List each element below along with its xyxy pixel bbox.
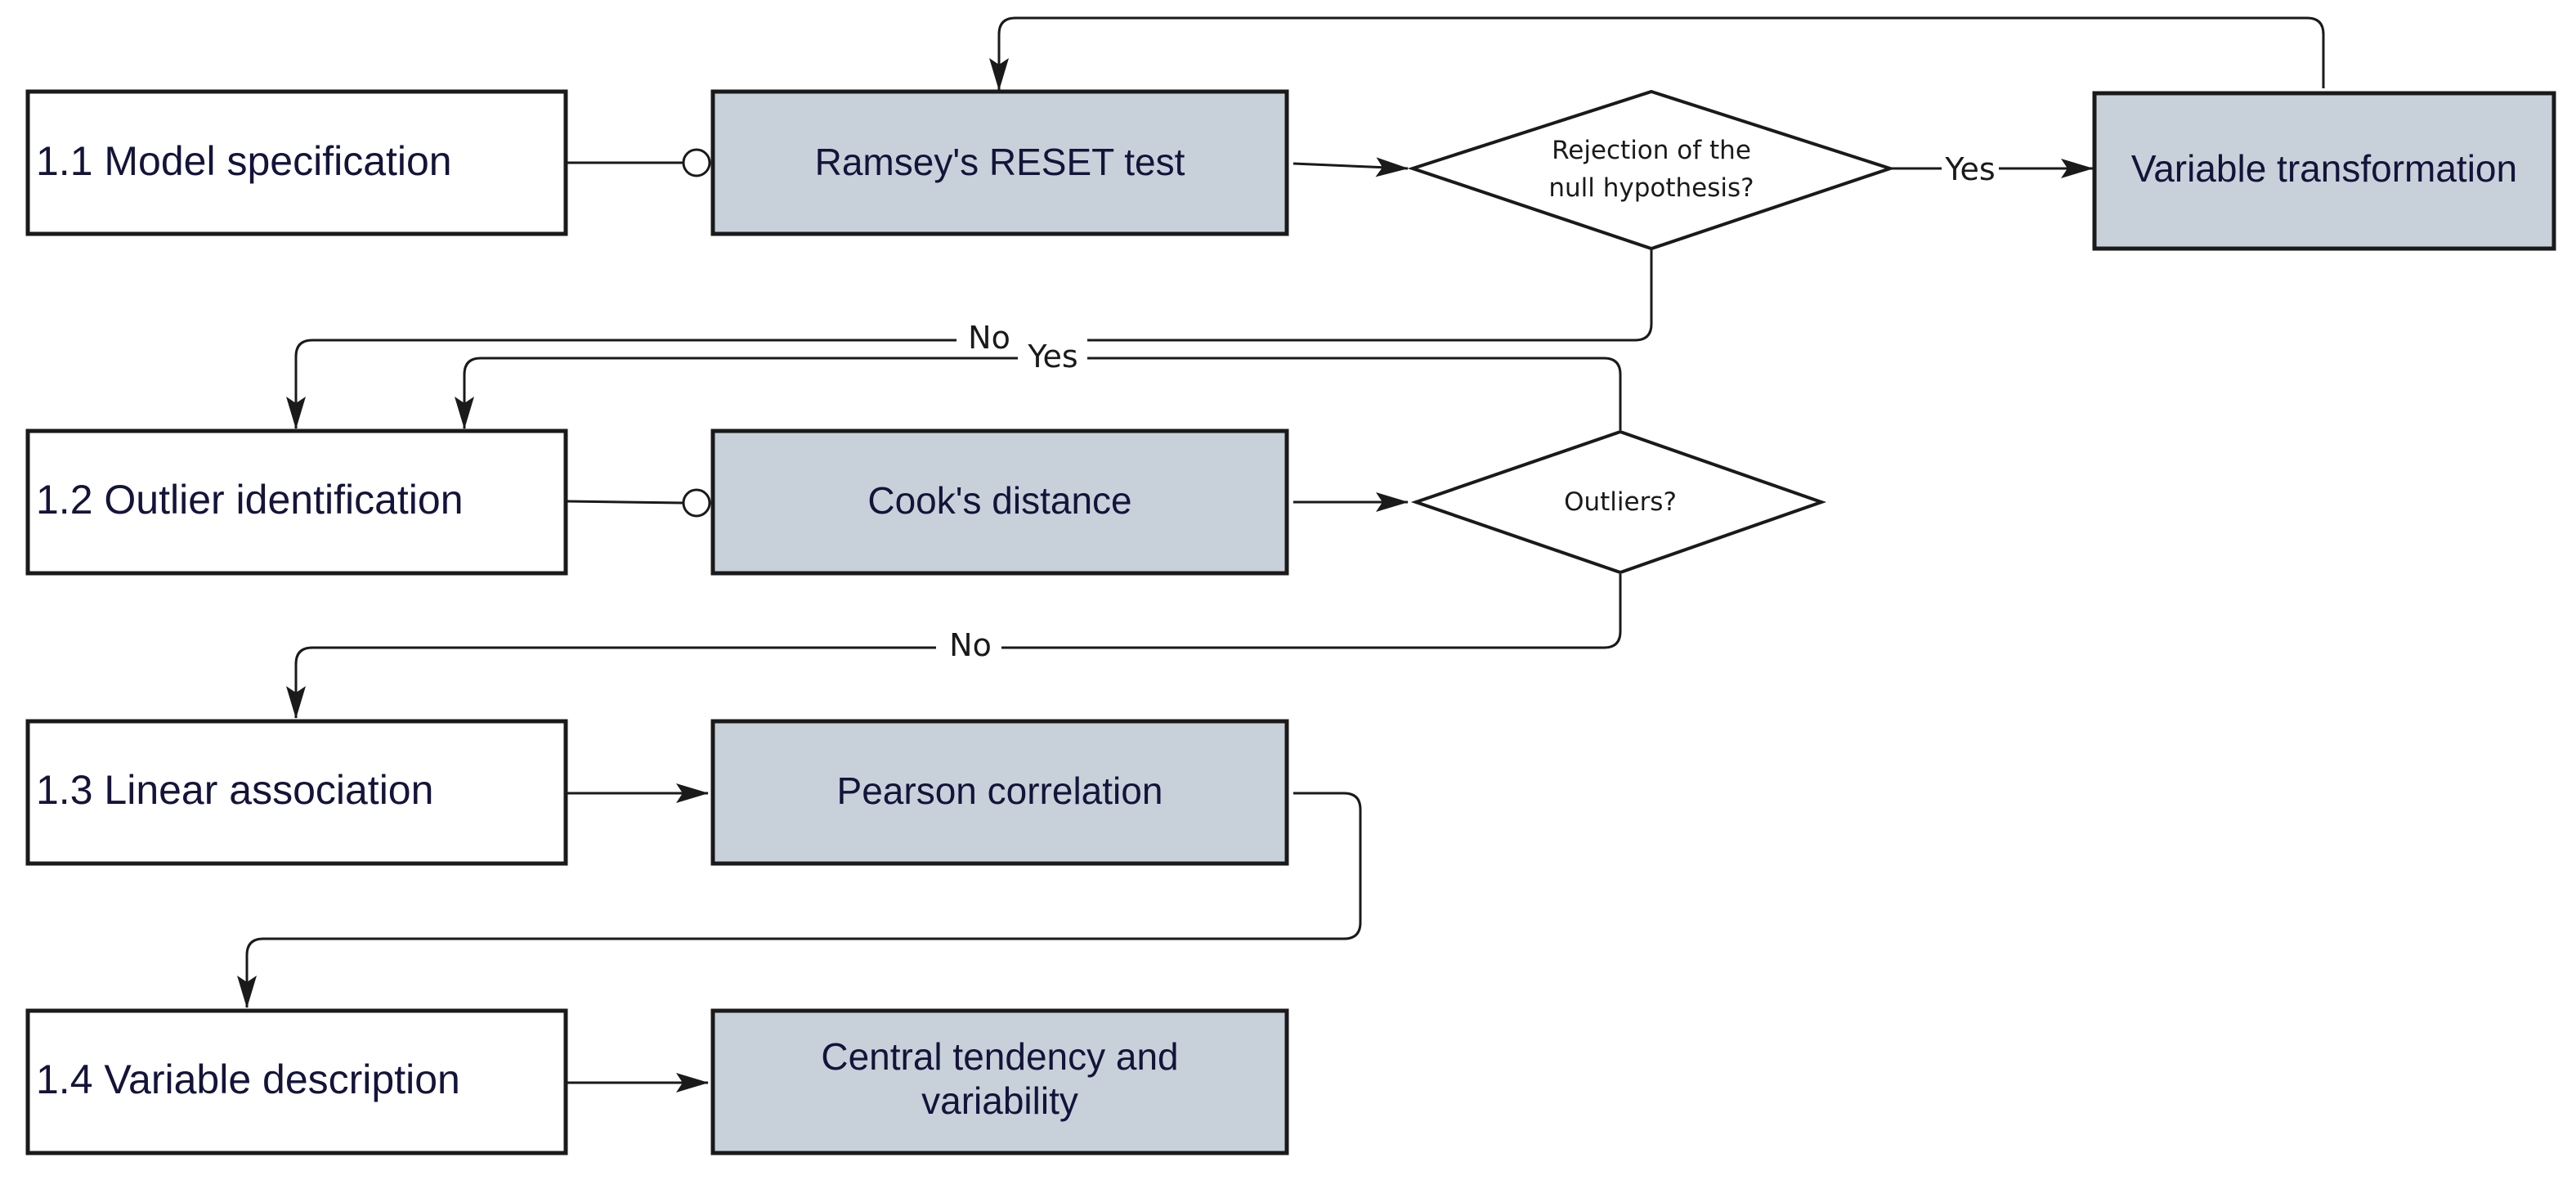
connector-circle-outlier-to-cooks xyxy=(682,488,711,518)
arrow-pearson-to-description xyxy=(237,792,1362,1008)
arrow-transformation-to-ramsey xyxy=(989,16,2325,91)
method-central-tendency-box xyxy=(710,1008,1289,1155)
method-ramsey-reset-label: Ramsey's RESET test xyxy=(815,141,1185,183)
step-outlier-identification-box xyxy=(25,428,568,576)
label-outliers-no: No xyxy=(949,627,992,663)
method-central-tendency-label-line2: variability xyxy=(921,1079,1078,1122)
step-outlier-identification-label: 1.2 Outlier identification xyxy=(36,477,464,523)
arrow-ramsey-to-rejection xyxy=(1292,157,1409,177)
method-ramsey-reset-box xyxy=(710,89,1289,236)
method-central-tendency-label-line1: Central tendency and xyxy=(821,1035,1178,1078)
label-outliers-yes: Yes xyxy=(1027,339,1077,375)
decision-outliers-diamond xyxy=(1410,429,1827,575)
decision-rejection-diamond xyxy=(1407,89,1896,251)
connector-outlier-to-cooks xyxy=(567,500,684,505)
step-variable-description-label: 1.4 Variable description xyxy=(36,1057,460,1102)
method-pearson-correlation-box xyxy=(710,719,1289,866)
step-linear-association-box xyxy=(25,719,568,866)
method-variable-transformation-label: Variable transformation xyxy=(2131,147,2517,190)
label-rejection-no: No xyxy=(968,320,1010,356)
method-cooks-distance-label: Cook's distance xyxy=(867,479,1131,522)
label-rejection-yes: Yes xyxy=(1944,151,1995,187)
decision-rejection-label-line1: Rejection of the xyxy=(1552,136,1751,165)
decision-outliers-label: Outliers? xyxy=(1564,487,1677,517)
method-variable-transformation-box xyxy=(2092,91,2556,251)
step-linear-association-label: 1.3 Linear association xyxy=(36,767,433,813)
decision-rejection-label-line2: null hypothesis? xyxy=(1548,173,1754,203)
step-model-specification-label: 1.1 Model specification xyxy=(36,138,452,184)
step-variable-description-box xyxy=(25,1008,568,1155)
method-pearson-correlation-label: Pearson correlation xyxy=(837,769,1163,812)
connector-circle-model-to-ramsey xyxy=(682,148,711,177)
step-model-specification-box xyxy=(25,89,568,236)
method-cooks-distance-box xyxy=(710,428,1289,576)
